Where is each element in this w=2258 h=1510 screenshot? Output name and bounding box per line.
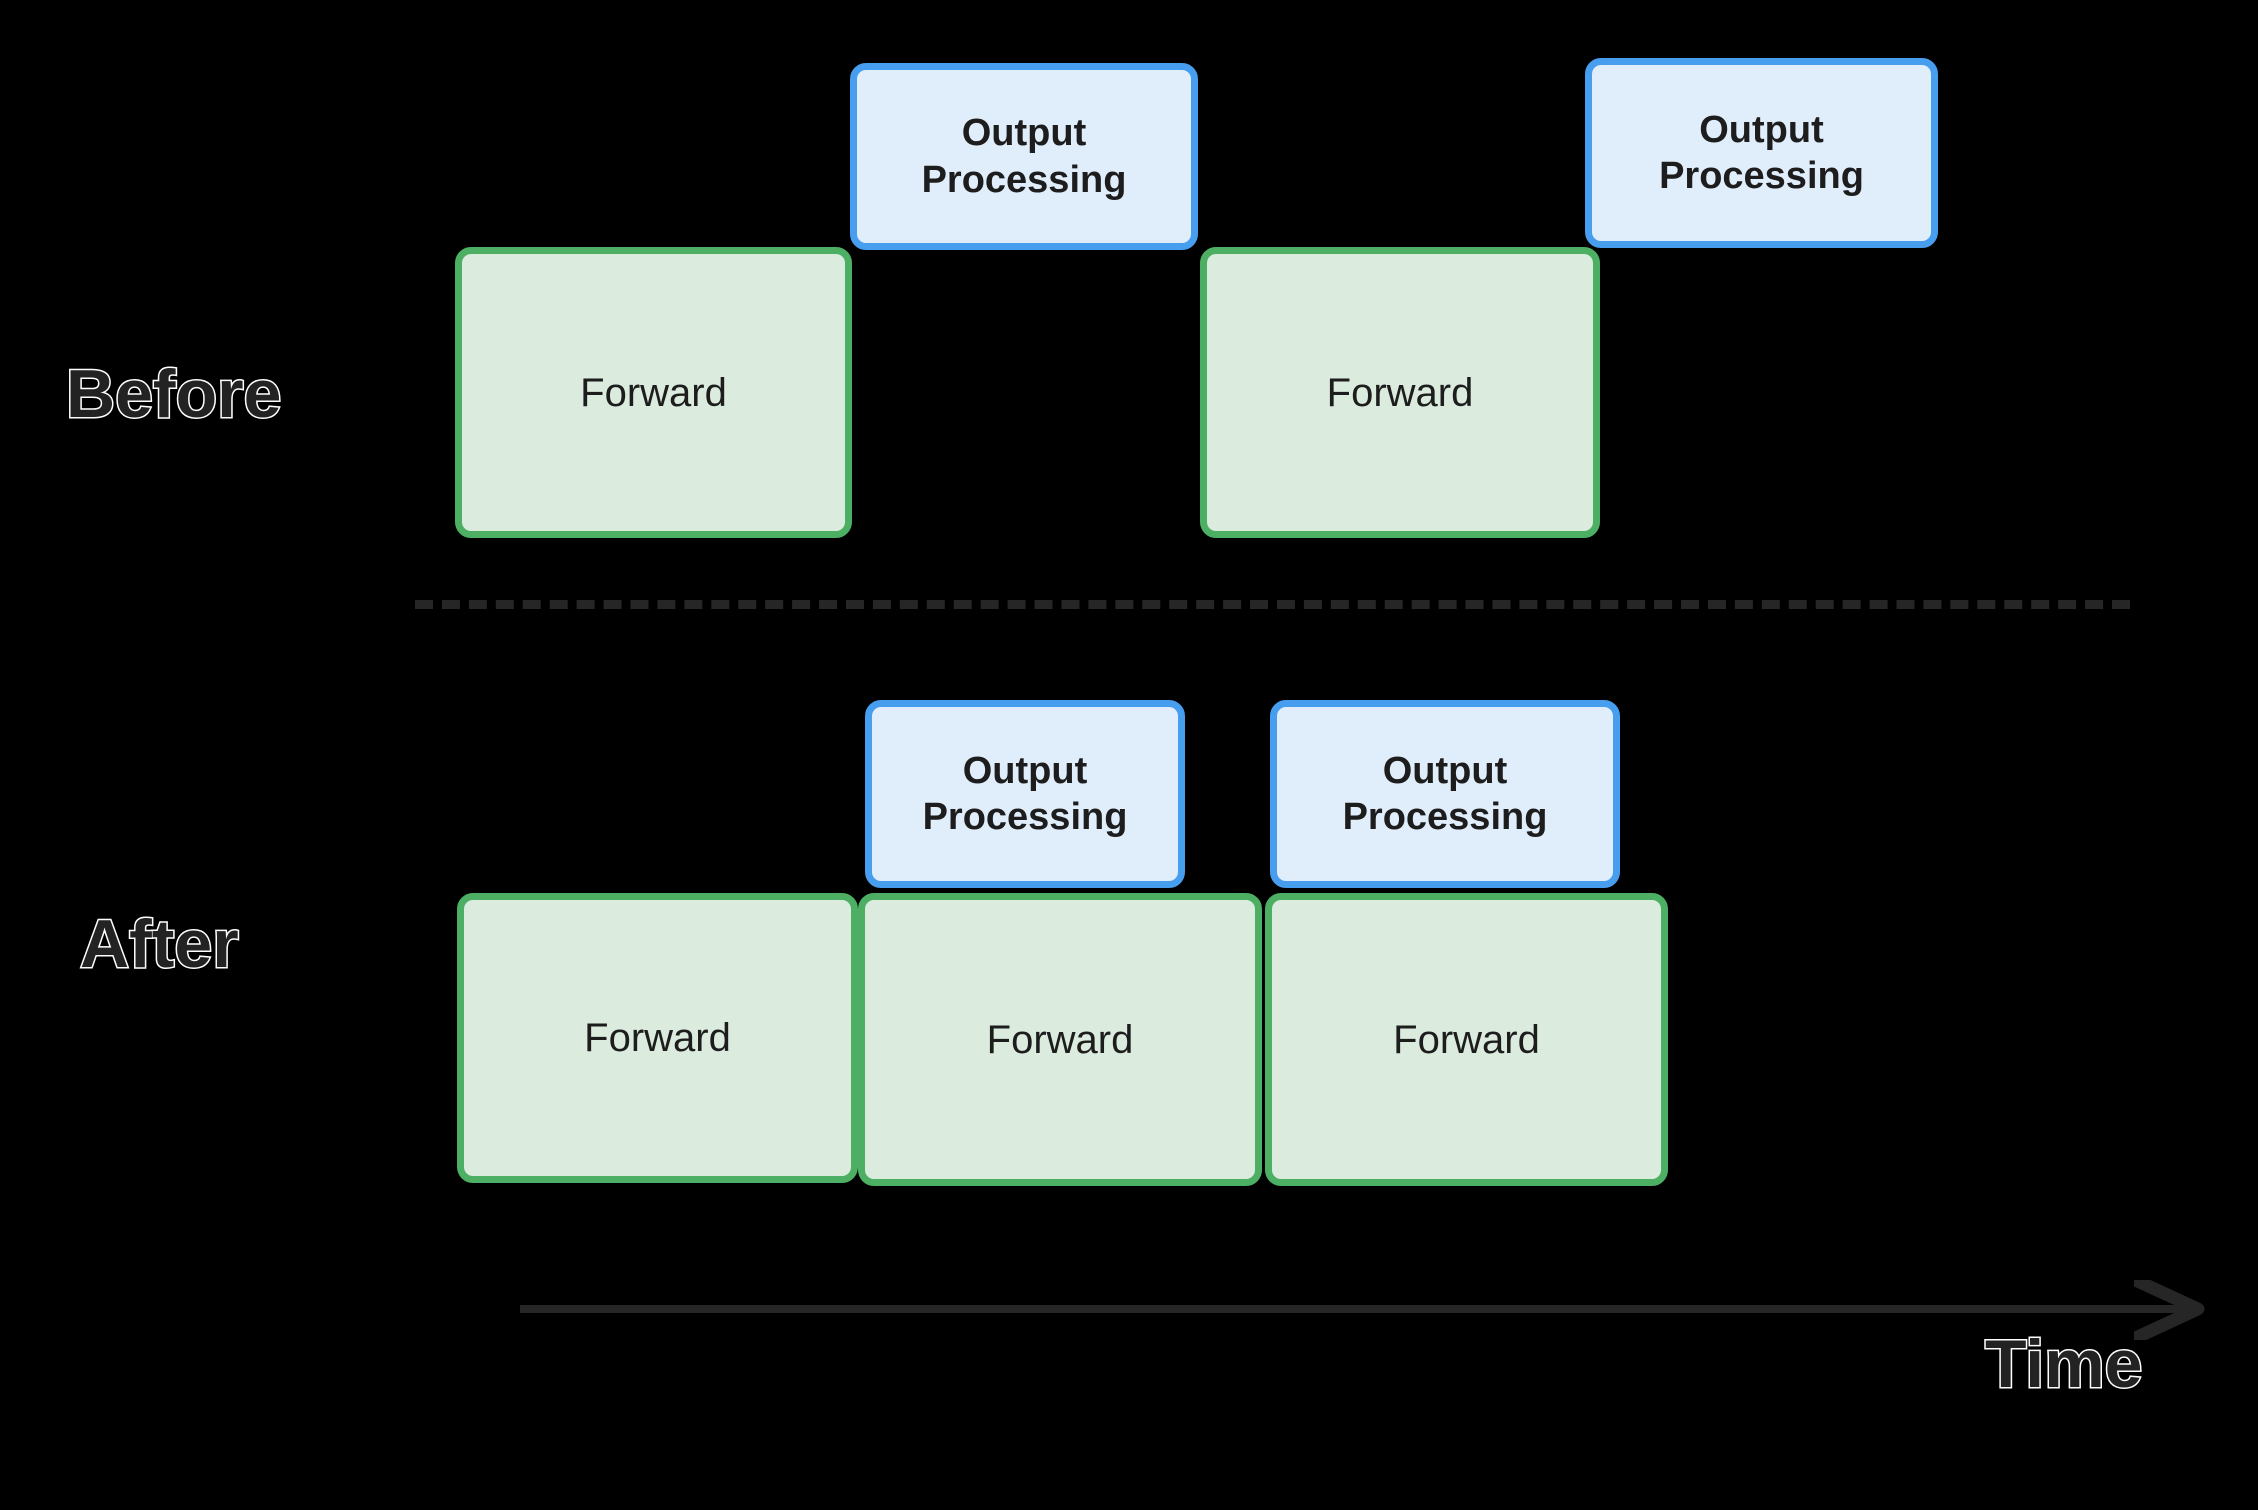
after-output-processing-box-2: Output Processing bbox=[1270, 700, 1620, 888]
before-output-processing-box-2: Output Processing bbox=[1585, 58, 1938, 248]
before-forward-box-1: Forward bbox=[455, 247, 852, 538]
row-label-before: Before bbox=[64, 356, 282, 432]
before-forward-box-2: Forward bbox=[1200, 247, 1600, 538]
time-axis-label: Time bbox=[1983, 1326, 2143, 1402]
row-label-after: After bbox=[79, 906, 241, 982]
after-forward-box-2: Forward bbox=[858, 893, 1262, 1186]
time-axis-arrow bbox=[520, 1280, 2220, 1340]
after-forward-box-3: Forward bbox=[1265, 893, 1668, 1186]
section-divider bbox=[415, 600, 2130, 609]
before-output-processing-box-1: Output Processing bbox=[850, 63, 1198, 250]
after-forward-box-1: Forward bbox=[457, 893, 858, 1183]
after-output-processing-box-1: Output Processing bbox=[865, 700, 1185, 888]
